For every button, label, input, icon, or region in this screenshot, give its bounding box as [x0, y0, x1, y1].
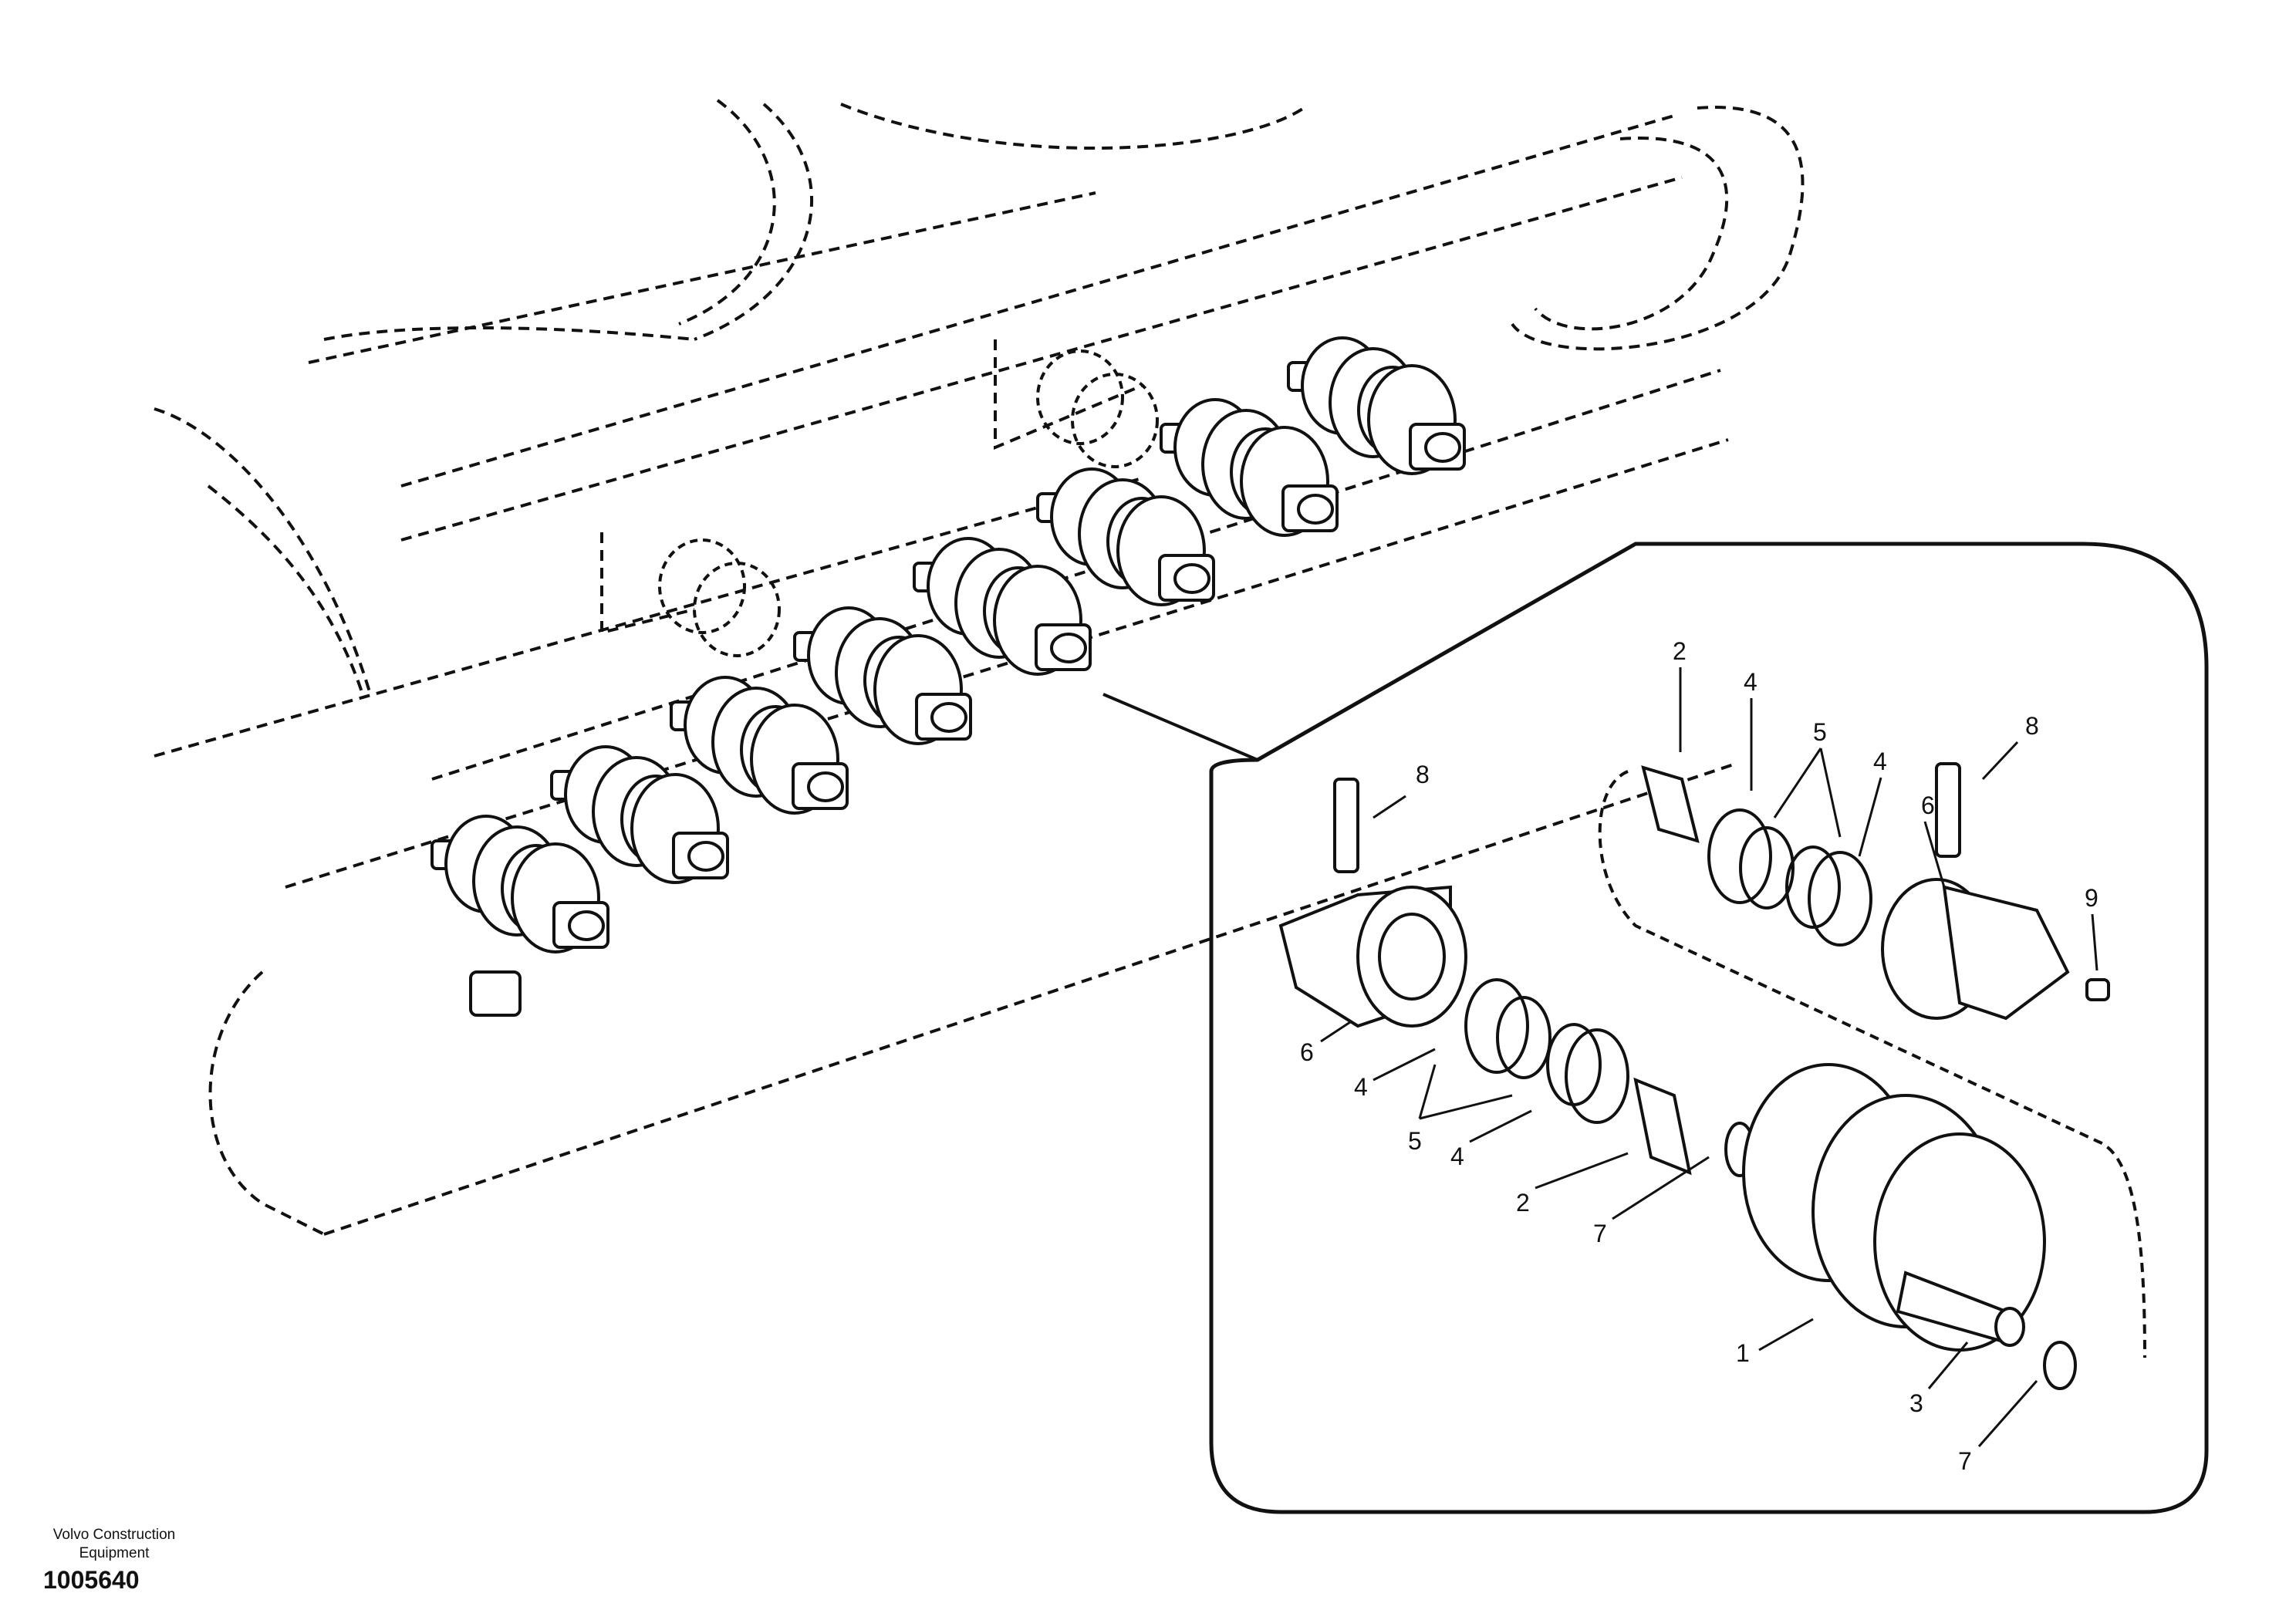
drawing-number: 1005640	[43, 1566, 140, 1594]
callout-label: 4	[1873, 748, 1887, 775]
callout-label: 3	[1909, 1389, 1923, 1417]
undercarriage-frame-outline	[154, 99, 1805, 1236]
callout-label: 9	[2085, 884, 2098, 912]
callout-leaders	[1320, 667, 2098, 1447]
company-line-1: Volvo Construction	[52, 1527, 176, 1543]
callout-label: 7	[1958, 1447, 1972, 1475]
callout-label: 6	[1300, 1038, 1314, 1066]
detail-parts	[1278, 762, 2110, 1390]
carrier-sprocket-phantoms	[658, 349, 1159, 657]
callout-label: 4	[1450, 1142, 1464, 1170]
assembly-path	[1598, 770, 2146, 1358]
callout-label: 6	[1921, 791, 1935, 819]
callout-label: 5	[1813, 718, 1827, 746]
callout-label: 7	[1593, 1220, 1607, 1247]
callout-label: 2	[1673, 637, 1687, 665]
callout-label: 4	[1354, 1073, 1368, 1101]
company-name: Volvo Construction Equipment	[22, 1526, 207, 1563]
callout-label: 4	[1744, 668, 1757, 696]
detail-box	[1209, 542, 2209, 1514]
track-roller-row	[430, 336, 1466, 1017]
callout-label: 8	[1416, 761, 1430, 788]
callout-label: 1	[1736, 1339, 1750, 1367]
callout-label: 2	[1516, 1189, 1530, 1217]
callout-label: 5	[1408, 1127, 1422, 1155]
callout-labels: 1 2 2 3 4 4 4 4 5 5 6 6 7 7 8 8 9	[1300, 637, 2098, 1475]
company-line-2: Equipment	[79, 1545, 150, 1561]
callout-label: 8	[2025, 712, 2039, 740]
